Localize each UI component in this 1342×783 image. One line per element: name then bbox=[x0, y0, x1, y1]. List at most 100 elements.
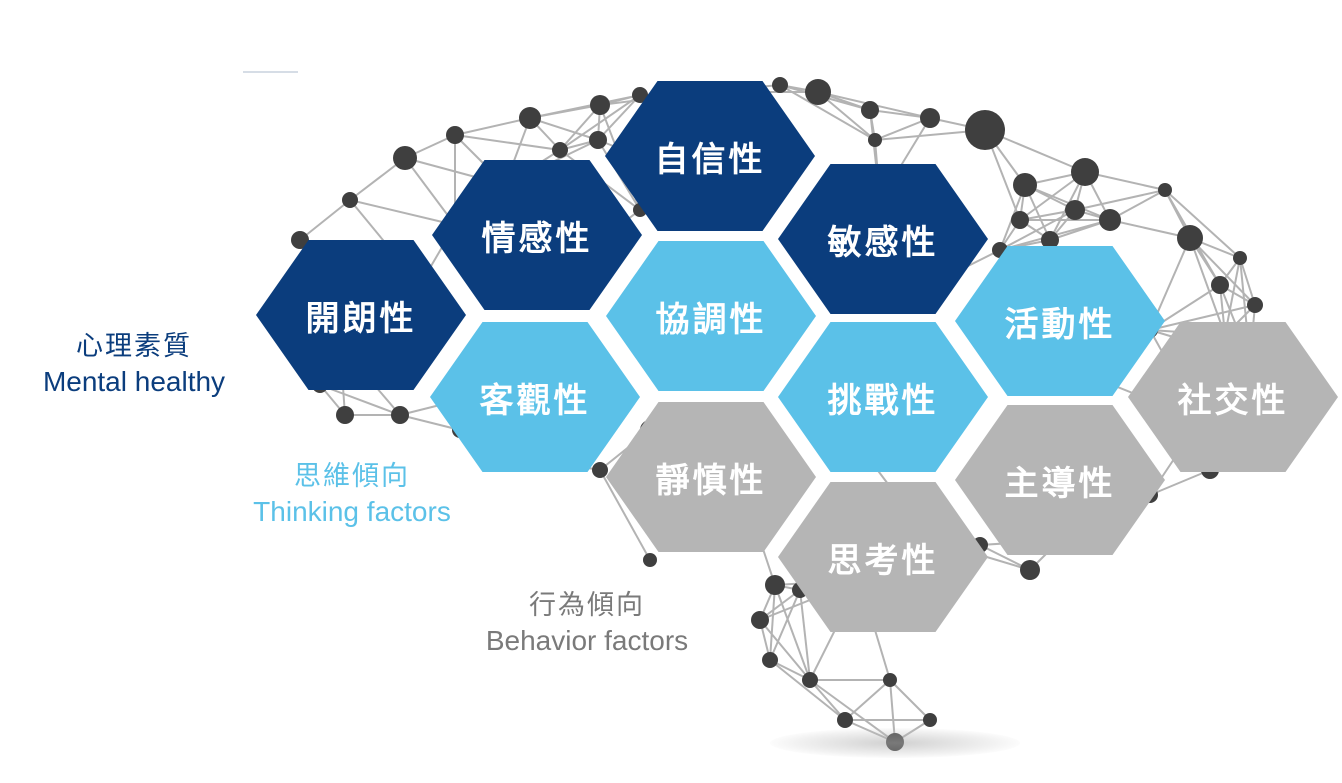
hex-coordination: 協調性 bbox=[606, 241, 816, 391]
hex-cheerfulness: 開朗性 bbox=[256, 240, 466, 390]
legend-behavior-en: Behavior factors bbox=[485, 624, 689, 656]
hex-leadership: 主導性 bbox=[955, 405, 1165, 555]
network-node bbox=[592, 462, 608, 478]
hex-label: 主導性 bbox=[1004, 463, 1116, 504]
network-node bbox=[1177, 225, 1203, 251]
network-link bbox=[1164, 189, 1241, 259]
network-link bbox=[999, 209, 1076, 251]
network-node bbox=[446, 126, 464, 144]
network-link bbox=[889, 679, 931, 721]
network-node bbox=[1211, 276, 1229, 294]
network-node bbox=[883, 673, 897, 687]
network-node bbox=[802, 672, 818, 688]
hex-label: 挑戰性 bbox=[827, 380, 939, 421]
hex-label: 敏感性 bbox=[827, 222, 939, 263]
network-link bbox=[809, 679, 846, 721]
network-node bbox=[837, 712, 853, 728]
network-link bbox=[454, 134, 561, 151]
network-link bbox=[399, 414, 461, 431]
network-node bbox=[1233, 251, 1247, 265]
network-node bbox=[1011, 211, 1029, 229]
network-link bbox=[769, 584, 776, 661]
hex-label: 思考性 bbox=[827, 540, 939, 581]
legend-mental: 心理素質 Mental healthy bbox=[14, 330, 254, 399]
network-node bbox=[923, 713, 937, 727]
network-node bbox=[643, 553, 657, 567]
network-node bbox=[805, 79, 831, 105]
network-node bbox=[868, 133, 882, 147]
legend-thinking-zh: 思維傾向 bbox=[294, 461, 410, 492]
network-node bbox=[342, 192, 358, 208]
hex-emotion: 情感性 bbox=[432, 160, 642, 310]
hex-objectivity: 客觀性 bbox=[430, 322, 640, 472]
network-link bbox=[1024, 184, 1111, 221]
hex-activity: 活動性 bbox=[955, 246, 1165, 396]
network-link bbox=[559, 94, 641, 151]
hex-prudence: 靜慎性 bbox=[606, 402, 816, 552]
network-node bbox=[1247, 297, 1263, 313]
network-link bbox=[779, 84, 876, 141]
network-node bbox=[1041, 231, 1059, 249]
floor-shadow bbox=[770, 728, 1020, 758]
network-node bbox=[762, 652, 778, 668]
network-link bbox=[349, 199, 456, 226]
network-node bbox=[519, 107, 541, 129]
network-node bbox=[291, 231, 309, 249]
network-node bbox=[861, 101, 879, 119]
hex-label: 客觀性 bbox=[479, 380, 591, 421]
network-node bbox=[965, 110, 1005, 150]
legend-thinking-en: Thinking factors bbox=[253, 495, 451, 527]
network-link bbox=[844, 679, 891, 721]
network-node bbox=[1071, 158, 1099, 186]
hex-label: 情感性 bbox=[481, 218, 593, 259]
network-link bbox=[559, 104, 601, 151]
legend-thinking: 思維傾向 Thinking factors bbox=[222, 460, 482, 529]
network-link bbox=[319, 384, 401, 416]
hex-label: 活動性 bbox=[1004, 304, 1116, 345]
legend-behavior-zh: 行為傾向 bbox=[529, 590, 645, 621]
hex-label: 靜慎性 bbox=[655, 460, 767, 501]
network-node bbox=[632, 87, 648, 103]
legend-mental-zh: 心理素質 bbox=[76, 331, 192, 362]
network-link bbox=[454, 117, 531, 136]
hex-confidence: 自信性 bbox=[605, 81, 815, 231]
network-node bbox=[920, 108, 940, 128]
hex-label: 自信性 bbox=[654, 139, 766, 180]
legend-mental-en: Mental healthy bbox=[42, 365, 226, 397]
hex-label: 開朗性 bbox=[305, 298, 417, 339]
network-node bbox=[393, 146, 417, 170]
network-node bbox=[1158, 183, 1172, 197]
network-link bbox=[759, 619, 811, 681]
network-node bbox=[590, 95, 610, 115]
network-node bbox=[589, 131, 607, 149]
network-link bbox=[1109, 219, 1191, 239]
legend-behavior: 行為傾向 Behavior factors bbox=[452, 589, 722, 658]
hex-label: 協調性 bbox=[655, 299, 767, 340]
network-link bbox=[769, 659, 846, 721]
hex-label: 社交性 bbox=[1177, 380, 1289, 421]
network-node bbox=[772, 77, 788, 93]
hex-thinking: 思考性 bbox=[778, 482, 988, 632]
network-link bbox=[1189, 237, 1226, 336]
network-node bbox=[1020, 560, 1040, 580]
network-node bbox=[1099, 209, 1121, 231]
network-node bbox=[552, 142, 568, 158]
network-node bbox=[751, 611, 769, 629]
network-link bbox=[1074, 189, 1166, 211]
network-node bbox=[1065, 200, 1085, 220]
decorative-line bbox=[243, 71, 298, 73]
network-link bbox=[599, 469, 651, 561]
network-node bbox=[1013, 173, 1037, 197]
hex-sensitivity: 敏感性 bbox=[778, 164, 988, 314]
network-link bbox=[299, 199, 351, 241]
network-link bbox=[1149, 469, 1211, 496]
network-link bbox=[597, 94, 641, 141]
network-node bbox=[391, 406, 409, 424]
network-link bbox=[1239, 257, 1256, 306]
network-link bbox=[799, 589, 811, 681]
network-link bbox=[769, 589, 801, 661]
network-link bbox=[404, 157, 456, 226]
network-link bbox=[774, 584, 811, 681]
network-link bbox=[1149, 304, 1256, 331]
hex-sociability: 社交性 bbox=[1128, 322, 1338, 472]
